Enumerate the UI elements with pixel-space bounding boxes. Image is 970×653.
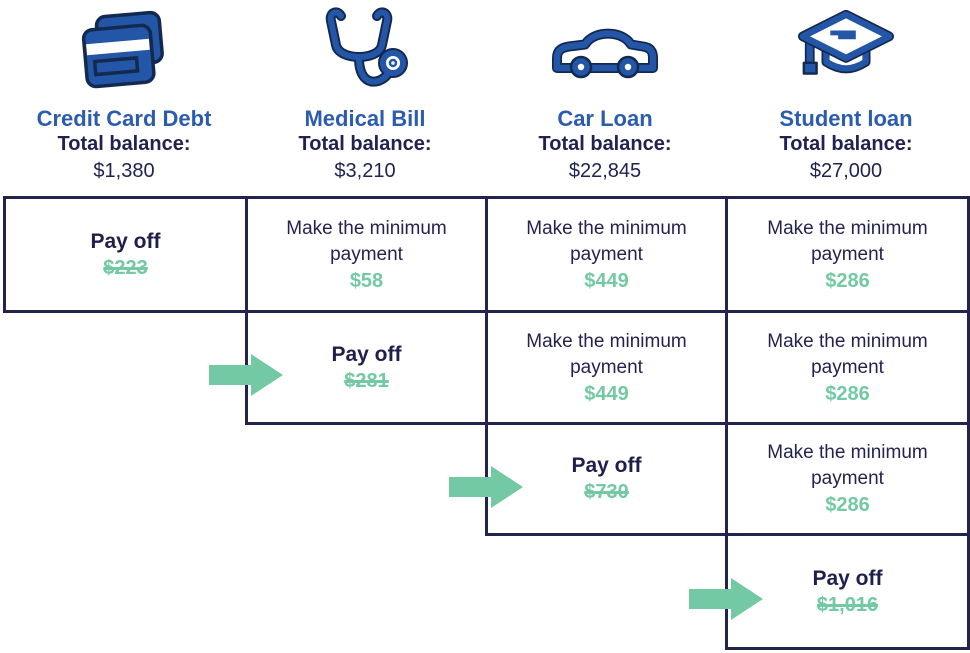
column-title: Medical Bill bbox=[304, 106, 426, 131]
cell-label: Make the minimum payment bbox=[767, 442, 928, 489]
balance-label: Total balance: bbox=[779, 133, 913, 155]
cell-label: Pay off bbox=[90, 229, 161, 253]
graduation-cap-icon bbox=[797, 0, 895, 106]
cell-amount: $1,016 bbox=[816, 593, 879, 616]
cell-label: Pay off bbox=[331, 342, 402, 366]
balance-label: Total balance: bbox=[538, 133, 672, 155]
balance-value: $3,210 bbox=[334, 160, 396, 182]
balance-value: $27,000 bbox=[809, 160, 883, 182]
stethoscope-icon bbox=[317, 0, 413, 106]
cell-label: Pay off bbox=[571, 454, 642, 477]
cell-amount: $281 bbox=[344, 369, 389, 392]
car-icon bbox=[549, 0, 661, 106]
table-cell-minimum-student: Make the minimum payment $286 bbox=[725, 422, 970, 536]
cell-amount: $286 bbox=[825, 382, 870, 405]
balance-label: Total balance: bbox=[298, 133, 432, 155]
table-cell-minimum-car: Make the minimum payment $449 bbox=[485, 310, 728, 425]
cell-label: Pay off bbox=[812, 566, 883, 590]
table-cell-minimum-medical: Make the minimum payment $58 bbox=[245, 196, 488, 313]
column-header-credit-card: Credit Card Debt Total balance: $1,380 bbox=[3, 0, 245, 196]
cell-amount: $223 bbox=[103, 256, 148, 279]
column-title: Student loan bbox=[779, 106, 913, 131]
credit-card-icon bbox=[78, 0, 170, 106]
column-header-student-loan: Student loan Total balance: $27,000 bbox=[725, 0, 967, 196]
table-cell-minimum-student: Make the minimum payment $286 bbox=[725, 310, 970, 425]
table-cell-minimum-car: Make the minimum payment $449 bbox=[485, 196, 728, 313]
column-header-car-loan: Car Loan Total balance: $22,845 bbox=[485, 0, 725, 196]
cell-amount: $449 bbox=[584, 269, 629, 292]
balance-label: Total balance: bbox=[57, 133, 191, 155]
column-header-medical-bill: Medical Bill Total balance: $3,210 bbox=[245, 0, 485, 196]
cell-amount: $286 bbox=[825, 494, 870, 516]
cell-label: Make the minimum payment bbox=[526, 330, 687, 378]
arrow-right-icon bbox=[209, 354, 283, 396]
cell-amount: $449 bbox=[584, 382, 629, 405]
arrow-right-icon bbox=[689, 578, 763, 620]
cell-label: Make the minimum payment bbox=[767, 330, 928, 378]
cell-label: Make the minimum payment bbox=[286, 217, 447, 265]
cell-label: Make the minimum payment bbox=[767, 217, 928, 265]
cell-amount: $286 bbox=[825, 269, 870, 292]
column-title: Car Loan bbox=[557, 106, 653, 131]
table-cell-minimum-student: Make the minimum payment $286 bbox=[725, 196, 970, 313]
cell-amount: $730 bbox=[584, 481, 629, 503]
arrow-right-icon bbox=[449, 466, 523, 508]
balance-value: $22,845 bbox=[568, 160, 642, 182]
table-cell-payoff-credit-card: Pay off $223 bbox=[3, 196, 248, 313]
column-title: Credit Card Debt bbox=[36, 106, 212, 131]
table-cell-payoff-student: Pay off $1,016 bbox=[725, 533, 970, 650]
cell-amount: $58 bbox=[349, 269, 384, 292]
cell-label: Make the minimum payment bbox=[526, 217, 687, 265]
balance-value: $1,380 bbox=[93, 160, 155, 182]
